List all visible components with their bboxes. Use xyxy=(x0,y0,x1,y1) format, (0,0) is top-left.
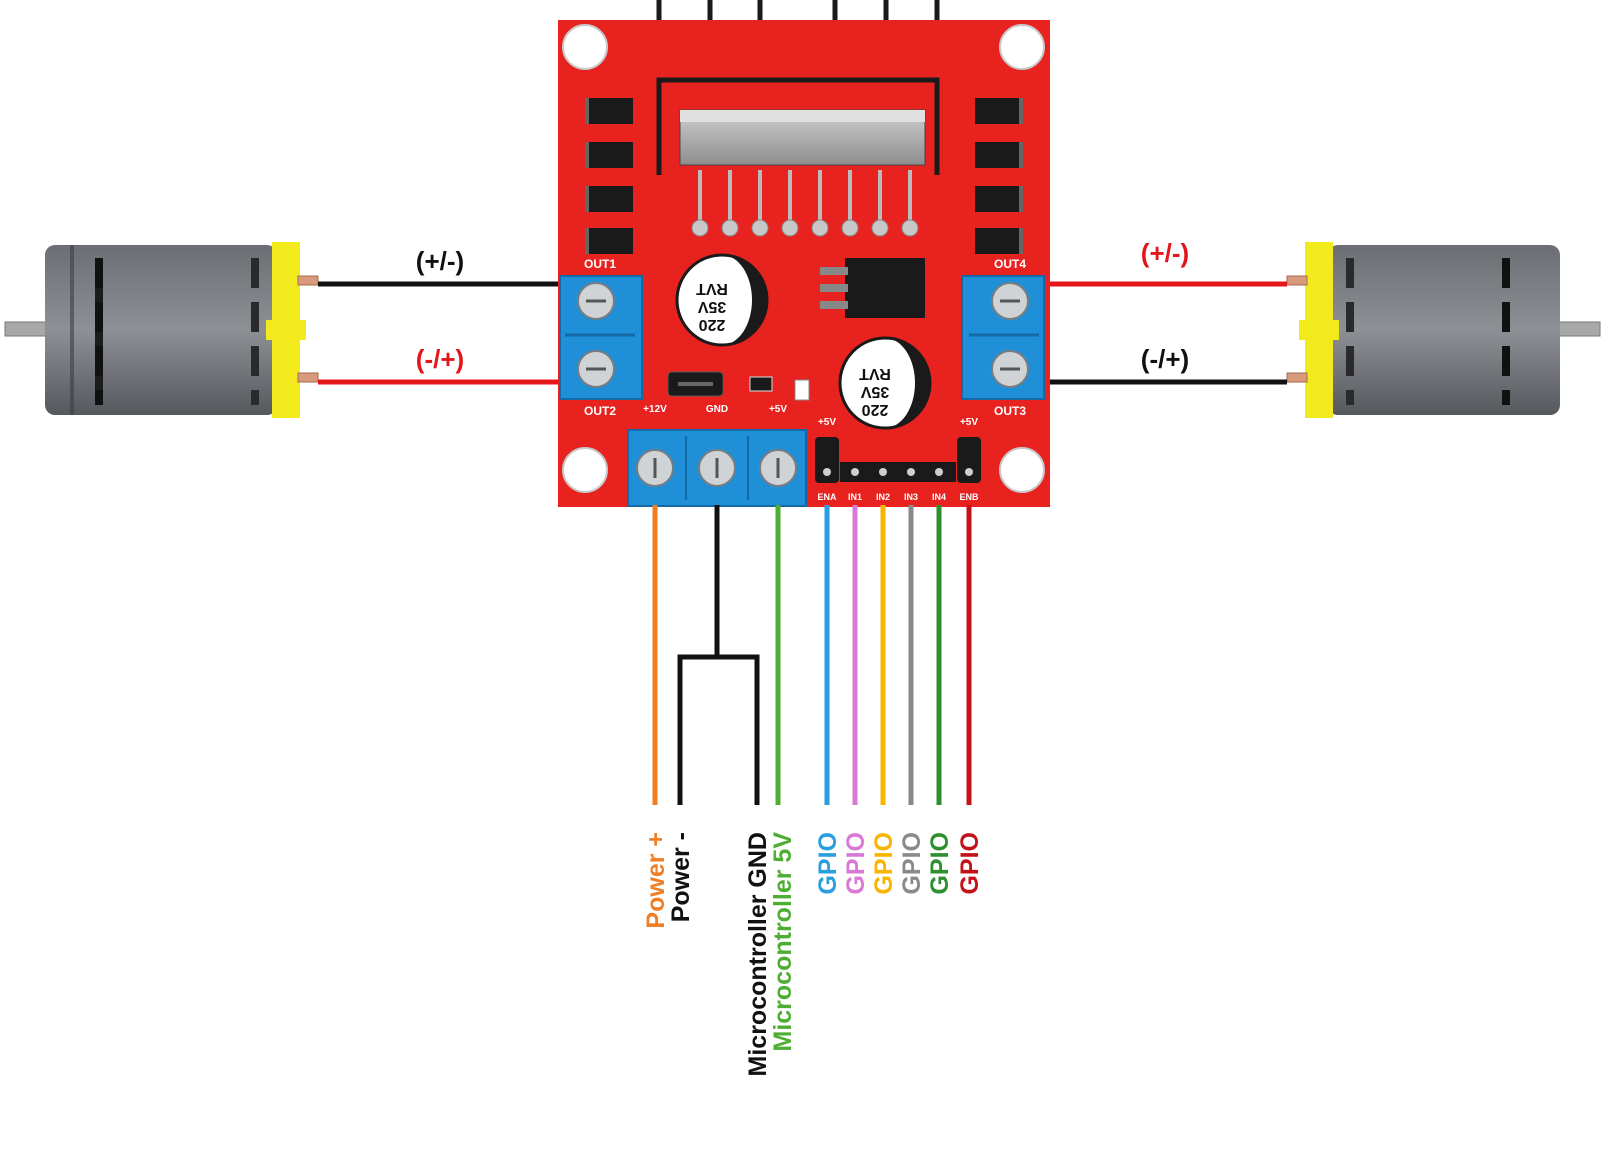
diodes-right xyxy=(975,98,1023,254)
voltage-regulator xyxy=(820,258,925,318)
silk-enb: ENB xyxy=(959,492,979,502)
silk-out4: OUT4 xyxy=(994,257,1026,271)
cap1-voltage: 35V xyxy=(697,298,726,315)
right-bottom-polarity-label: (-/+) xyxy=(1141,344,1189,374)
mount-hole-tr xyxy=(999,24,1045,70)
label-gpio-in1: GPIO xyxy=(842,832,870,895)
left-top-polarity-label: (+/-) xyxy=(416,246,464,276)
cap2-value: 220 xyxy=(862,401,889,418)
silk-jumper-5v-right: +5V xyxy=(960,417,978,428)
silk-header-labels: ENA IN1 IN2 IN3 IN4 ENB xyxy=(817,492,979,502)
right-top-polarity-label: (+/-) xyxy=(1141,238,1189,268)
cap1-value: 220 xyxy=(699,316,726,333)
silk-12v: +12V xyxy=(643,404,667,415)
board-pcb xyxy=(558,20,1050,507)
silk-in4: IN4 xyxy=(932,492,946,502)
power-led xyxy=(794,379,810,401)
mount-hole-br xyxy=(999,447,1045,493)
smd-resistor xyxy=(749,376,773,392)
label-mcu-gnd: Microcontroller GND xyxy=(744,832,772,1076)
label-mcu-5v: Microcontroller 5V xyxy=(769,832,797,1052)
label-gpio-enb: GPIO xyxy=(956,832,984,895)
silk-in1: IN1 xyxy=(848,492,862,502)
capacitor-2: 220 35V RVT xyxy=(838,336,932,430)
left-bottom-polarity-label: (-/+) xyxy=(416,344,464,374)
driver-ic-legs xyxy=(691,170,919,237)
cap1-brand: RVT xyxy=(696,280,728,297)
label-power-minus: Power - xyxy=(667,832,695,922)
l298n-board: 220 35V RVT 220 35V RVT xyxy=(558,0,1050,507)
label-power-plus: Power + xyxy=(642,832,670,929)
wire-mcu-gnd xyxy=(717,654,760,805)
mount-hole-tl xyxy=(562,24,608,70)
right-motor xyxy=(1286,242,1601,418)
cap2-voltage: 35V xyxy=(860,383,889,400)
label-gpio-ena: GPIO xyxy=(814,832,842,895)
terminal-out3-out4 xyxy=(961,275,1045,400)
motor-wires xyxy=(318,281,1287,385)
silk-ena: ENA xyxy=(817,492,837,502)
terminal-out1-out2 xyxy=(559,275,643,400)
wire-gnd xyxy=(677,505,720,805)
silk-jumper-5v-left: +5V xyxy=(818,417,836,428)
bottom-wires xyxy=(652,505,972,805)
capacitor-1: 220 35V RVT xyxy=(675,253,769,347)
silk-out3: OUT3 xyxy=(994,404,1026,418)
silk-gnd: GND xyxy=(706,404,728,415)
silk-out2: OUT2 xyxy=(584,404,616,418)
terminal-power xyxy=(627,429,807,507)
silk-5v: +5V xyxy=(769,404,787,415)
label-gpio-in4: GPIO xyxy=(926,832,954,895)
left-motor xyxy=(4,242,319,418)
silk-out1: OUT1 xyxy=(584,257,616,271)
wire-labels: Power + Power - Microcontroller GND Micr… xyxy=(642,832,984,1077)
label-gpio-in2: GPIO xyxy=(870,832,898,895)
cap2-brand: RVT xyxy=(859,365,891,382)
silk-in3: IN3 xyxy=(904,492,918,502)
silk-in2: IN2 xyxy=(876,492,890,502)
mount-hole-bl xyxy=(562,447,608,493)
control-header xyxy=(815,437,981,483)
label-gpio-in3: GPIO xyxy=(898,832,926,895)
diodes-left xyxy=(585,98,633,254)
